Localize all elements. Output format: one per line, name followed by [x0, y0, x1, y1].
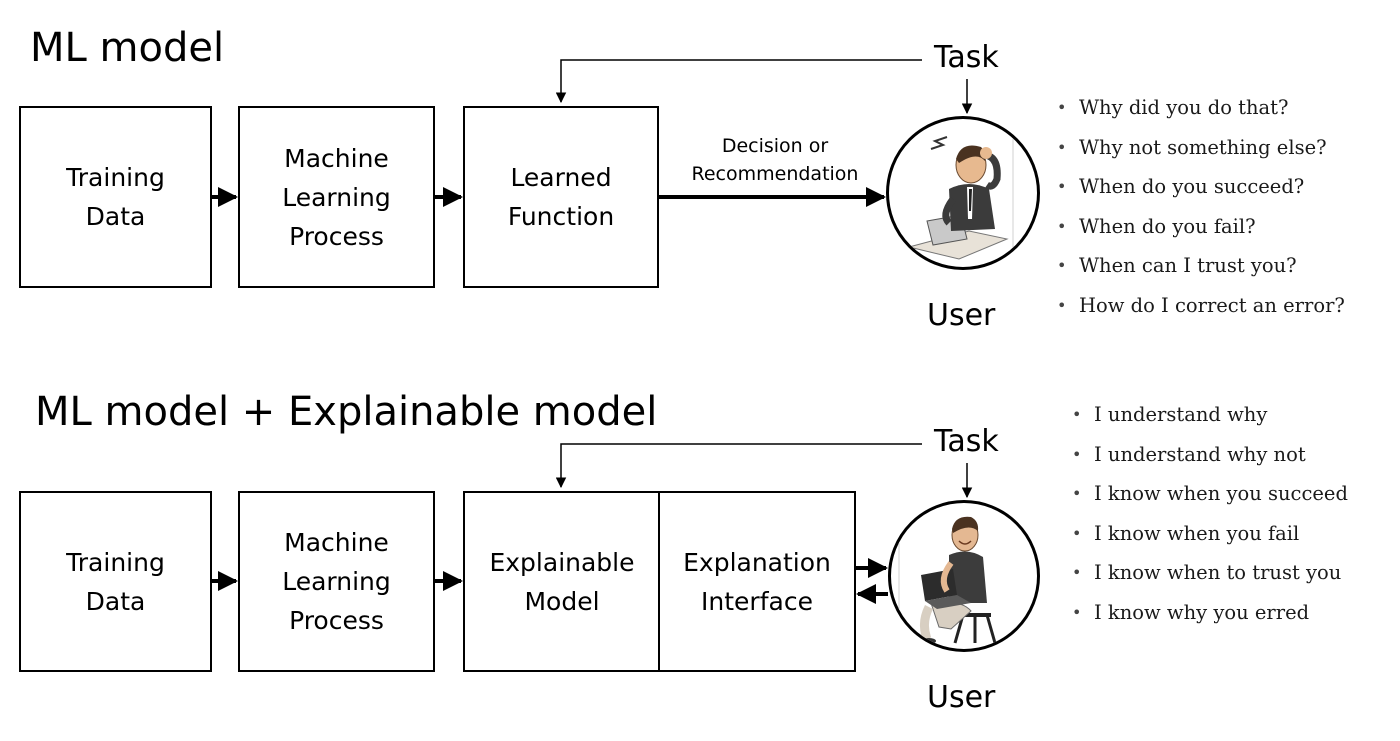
- question-item: When do you fail?: [1057, 215, 1345, 256]
- happy-user-icon: [898, 516, 997, 644]
- question-item: When do you succeed?: [1057, 176, 1345, 216]
- question-item: How do I correct an error?: [1057, 294, 1345, 335]
- bottom-ml-process-label: Machine Learning Process: [282, 528, 391, 635]
- top-ml-process-label: Machine Learning Process: [282, 143, 391, 251]
- top-question-list: Why did you do that? Why not something e…: [1057, 97, 1345, 334]
- top-user-label: User: [927, 298, 996, 333]
- bottom-statement-list: I understand why I understand why not I …: [1072, 404, 1348, 641]
- statement-item: I understand why not: [1072, 443, 1348, 484]
- explanation-interface-label: Explanation Interface: [683, 547, 831, 616]
- task-feedback-line-top: [555, 59, 922, 104]
- top-training-data-label: Training Data: [66, 163, 165, 231]
- top-learned-function-box: Learned Function: [463, 106, 659, 288]
- top-ml-process-box: Machine Learning Process: [238, 106, 435, 288]
- bottom-training-data-box: Training Data: [19, 491, 212, 672]
- bottom-ml-process-box: Machine Learning Process: [238, 491, 435, 672]
- explanation-interface-box: Explanation Interface: [658, 491, 856, 672]
- question-item: Why did you do that?: [1057, 97, 1345, 137]
- explainable-model-label: Explainable Model: [489, 547, 635, 616]
- bottom-section-title: ML model + Explainable model: [35, 389, 658, 435]
- decision-recommendation-label: Decision or Recommendation: [691, 135, 859, 185]
- statement-item: I understand why: [1072, 404, 1348, 444]
- statement-item: I know when you fail: [1072, 522, 1348, 563]
- top-learned-function-label: Learned Function: [507, 163, 615, 231]
- top-training-data-box: Training Data: [19, 106, 212, 288]
- stressed-user-icon: [908, 136, 1014, 260]
- top-section-title: ML model: [30, 25, 225, 71]
- explainable-model-box: Explainable Model: [463, 491, 661, 672]
- bottom-user-label: User: [927, 680, 996, 715]
- statement-item: I know why you erred: [1072, 601, 1348, 642]
- bottom-user-avatar: [888, 500, 1040, 652]
- question-item: Why not something else?: [1057, 136, 1345, 177]
- bottom-training-data-label: Training Data: [66, 547, 165, 616]
- statement-item: I know when you succeed: [1072, 483, 1348, 523]
- bottom-task-label: Task: [934, 424, 999, 459]
- top-user-avatar: [886, 116, 1040, 270]
- question-item: When can I trust you?: [1057, 255, 1345, 295]
- task-feedback-line-bottom: [555, 443, 922, 489]
- top-task-label: Task: [934, 40, 999, 75]
- statement-item: I know when to trust you: [1072, 562, 1348, 602]
